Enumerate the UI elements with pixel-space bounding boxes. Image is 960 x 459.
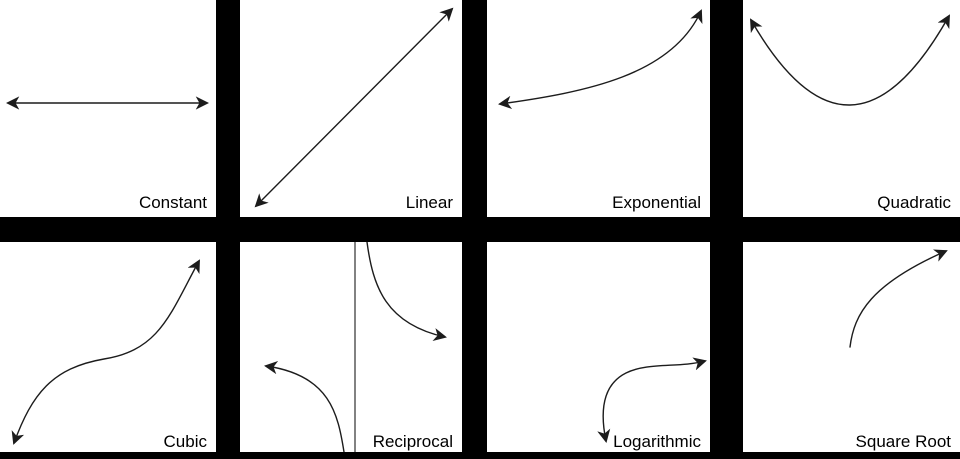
- exponential-curve: [498, 9, 703, 110]
- exponential-graph: [498, 9, 703, 110]
- panel-quadratic: Quadratic: [743, 0, 960, 217]
- quadratic-curve: [750, 14, 950, 106]
- panel-label-linear: Linear: [405, 193, 453, 212]
- square-root-curve: [849, 249, 948, 348]
- linear-line: [254, 7, 454, 208]
- reciprocal-graph: [264, 242, 447, 452]
- panel-cubic: Cubic: [0, 242, 216, 452]
- logarithmic-curve: [597, 357, 707, 443]
- square-root-graph: [849, 249, 948, 348]
- panel-exponential: Exponential: [487, 0, 710, 217]
- panel-label-logarithmic: Logarithmic: [613, 432, 701, 451]
- quadratic-graph: [750, 14, 950, 106]
- constant-graph: [6, 96, 209, 110]
- panel-linear: Linear: [240, 0, 462, 217]
- panel-label-exponential: Exponential: [612, 193, 701, 212]
- panel-label-cubic: Cubic: [163, 432, 207, 451]
- panel-label-square-root: Square Root: [855, 432, 951, 451]
- reciprocal-lower-branch: [264, 360, 345, 452]
- cubic-graph: [11, 259, 200, 445]
- cubic-curve: [11, 259, 200, 445]
- reciprocal-upper-branch: [366, 242, 447, 342]
- linear-graph: [254, 7, 454, 208]
- panel-logarithmic: Logarithmic: [487, 242, 710, 452]
- panel-constant: Constant: [0, 0, 216, 217]
- panel-square-root: Square Root: [743, 242, 960, 452]
- panel-label-reciprocal: Reciprocal: [372, 432, 453, 451]
- panel-label-constant: Constant: [138, 193, 207, 212]
- panel-label-quadratic: Quadratic: [877, 193, 951, 212]
- panel-reciprocal: Reciprocal: [240, 242, 462, 452]
- logarithmic-graph: [597, 357, 707, 443]
